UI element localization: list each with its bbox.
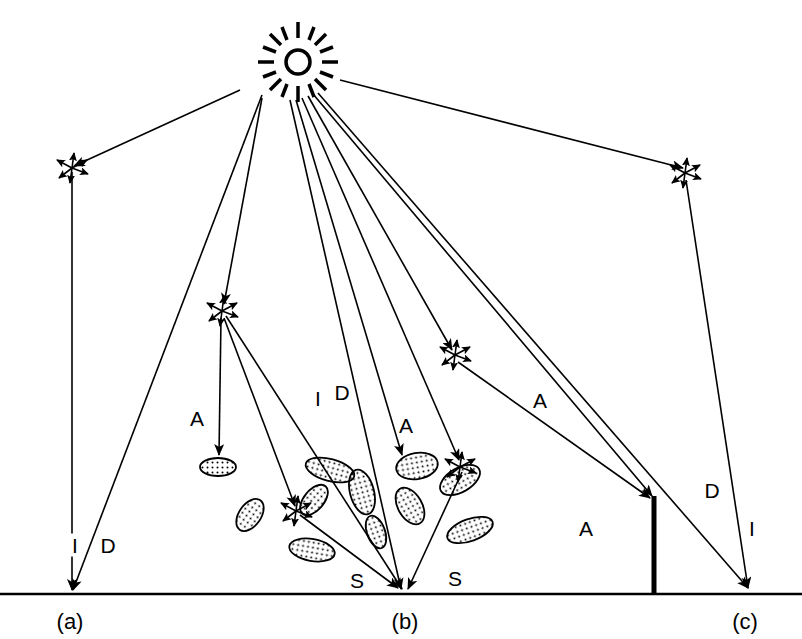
ray-label: D <box>98 534 117 557</box>
ray-label: D <box>332 381 351 404</box>
ray-label: I <box>70 534 80 557</box>
ground-line <box>0 593 802 596</box>
ray-label: D <box>702 479 721 502</box>
site-label: (a) <box>55 610 86 634</box>
pole <box>652 496 657 594</box>
site-label: (b) <box>390 610 421 634</box>
site-label: (c) <box>730 610 760 634</box>
ray-label: S <box>446 567 464 590</box>
ray-label: I <box>313 387 323 410</box>
ray-label: A <box>531 389 549 412</box>
ray-label: I <box>747 517 757 540</box>
ray-label: A <box>188 407 206 430</box>
ray-label: A <box>577 517 595 540</box>
ray-label: S <box>348 569 366 592</box>
ray-label: A <box>397 414 415 437</box>
radiation-rays <box>72 80 748 590</box>
sun <box>258 22 338 102</box>
aerosol-clouds <box>200 450 496 565</box>
